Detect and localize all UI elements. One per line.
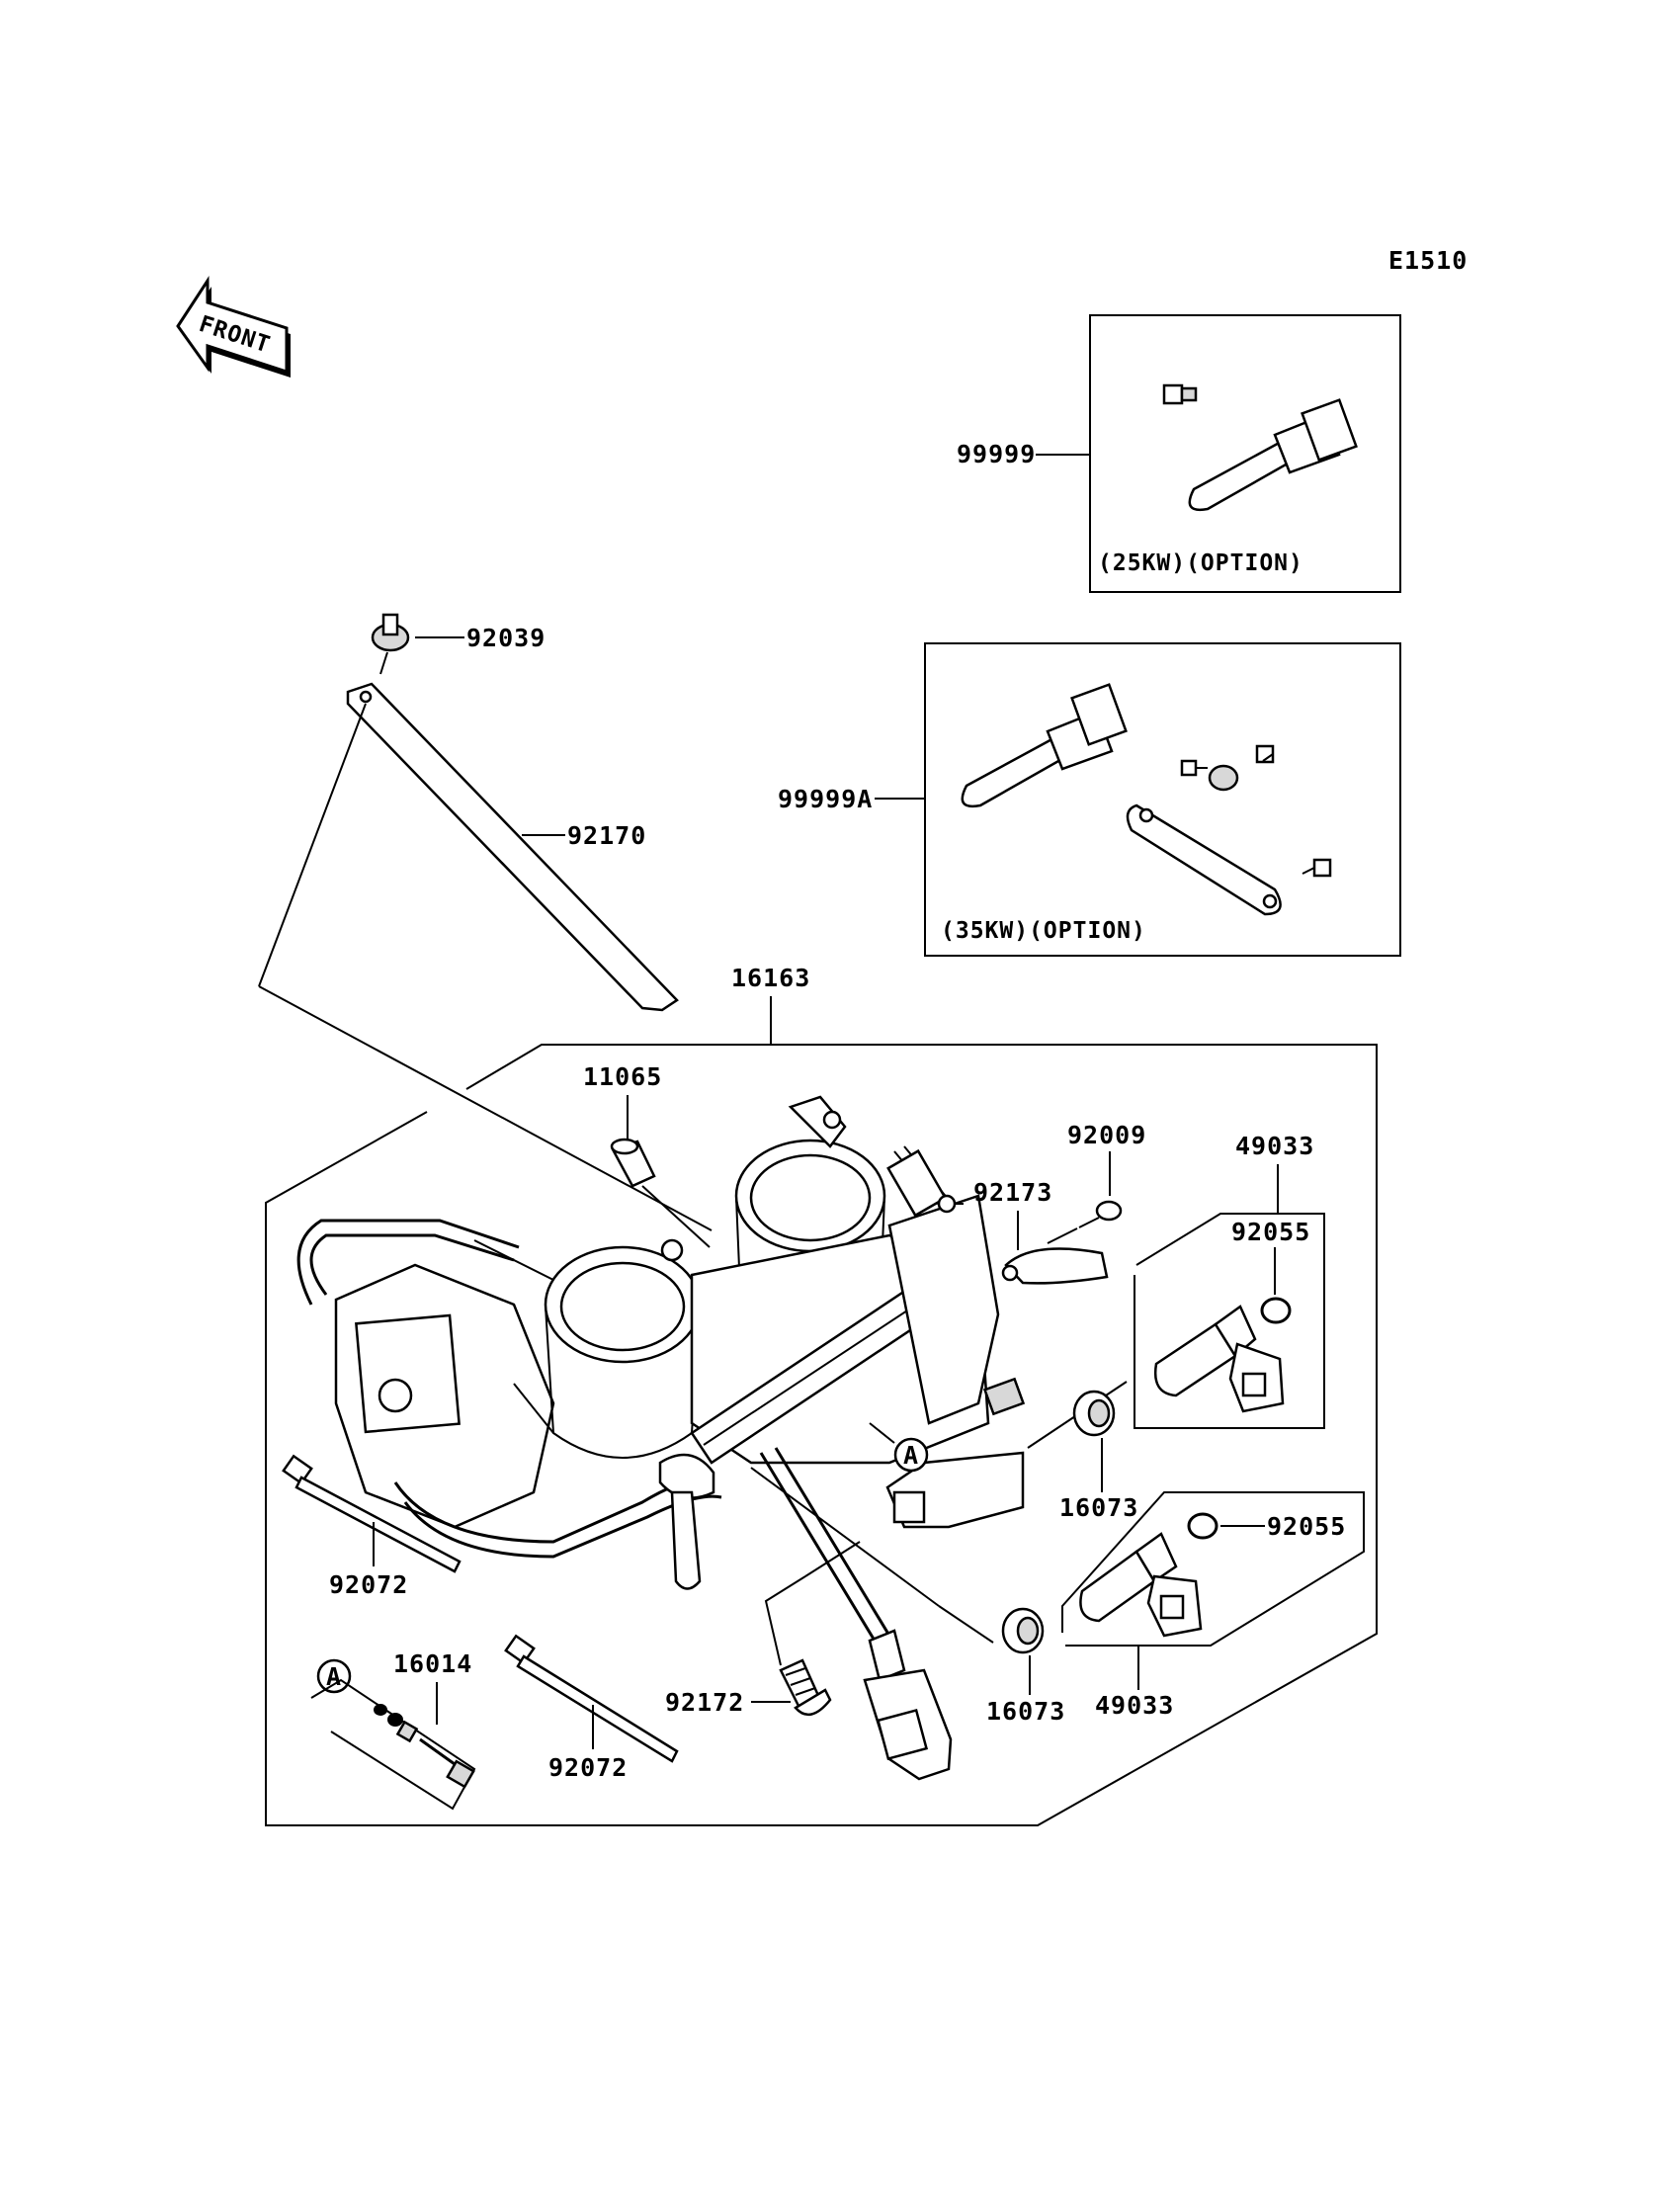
injector-49033-top xyxy=(1153,1305,1285,1413)
bolt-92039 xyxy=(371,613,410,675)
part-label-99999: 99999 xyxy=(957,440,1036,468)
resistor-bolt-25kw xyxy=(1162,383,1198,405)
cable-tie-92072-bottom xyxy=(504,1634,679,1763)
throttle-body-assembly xyxy=(296,1095,1026,1781)
callout-a-marker-body xyxy=(893,1437,929,1473)
part-label-92055-bottom: 92055 xyxy=(1267,1512,1346,1541)
part-label-16014: 16014 xyxy=(393,1649,472,1678)
callout-a-marker-kit xyxy=(316,1658,352,1694)
screw-92009 xyxy=(1078,1200,1123,1228)
injector-box-bottom xyxy=(1061,1491,1365,1647)
washer-16073-top xyxy=(1072,1390,1116,1437)
part-label-92039: 92039 xyxy=(466,624,546,652)
part-label-11065: 11065 xyxy=(583,1062,662,1091)
kit-parts-16014 xyxy=(374,1704,475,1789)
cap-11065 xyxy=(610,1138,656,1188)
injector-49033-bottom xyxy=(1079,1532,1203,1638)
bracket-35kw xyxy=(1126,744,1332,916)
part-label-92072-left: 92072 xyxy=(329,1570,408,1599)
screw-92172 xyxy=(779,1658,832,1717)
diagram-code: E1510 xyxy=(1388,246,1468,275)
front-arrow-icon: FRONT xyxy=(176,275,291,378)
injector-box-top xyxy=(1134,1213,1325,1429)
part-label-16073-top: 16073 xyxy=(1059,1493,1138,1522)
kit-box-16014 xyxy=(310,1678,476,1811)
o-ring-92055-top xyxy=(1260,1297,1292,1324)
resistor-connector-35kw xyxy=(961,683,1128,808)
option-25kw-caption: (25KW)(OPTION) xyxy=(1098,550,1303,576)
strap-92170 xyxy=(346,682,679,1012)
callout-a-kit: A xyxy=(326,1662,342,1691)
part-label-92009: 92009 xyxy=(1067,1121,1146,1149)
resistor-connector-25kw xyxy=(1188,398,1358,512)
part-label-92172: 92172 xyxy=(665,1688,744,1717)
o-ring-92055-bottom xyxy=(1187,1512,1218,1540)
washer-16073-bottom xyxy=(1001,1607,1045,1654)
part-label-92173: 92173 xyxy=(973,1178,1052,1207)
clamp-92173 xyxy=(1001,1247,1109,1285)
part-label-92055-top: 92055 xyxy=(1231,1218,1310,1246)
cable-tie-92072-left xyxy=(282,1454,462,1573)
part-label-16163: 16163 xyxy=(731,964,810,992)
part-label-99999A: 99999A xyxy=(778,785,873,813)
part-label-49033-bottom: 49033 xyxy=(1095,1691,1174,1720)
callout-a-body: A xyxy=(903,1441,919,1470)
part-label-92170: 92170 xyxy=(567,821,646,850)
part-label-16073-bottom: 16073 xyxy=(986,1697,1065,1726)
option-box-35kw xyxy=(924,642,1401,957)
part-label-92072-bottom: 92072 xyxy=(548,1753,628,1782)
part-label-49033-top: 49033 xyxy=(1235,1132,1314,1160)
assembly-frame-16163 xyxy=(265,1044,1378,1826)
option-35kw-caption: (35KW)(OPTION) xyxy=(941,918,1146,944)
